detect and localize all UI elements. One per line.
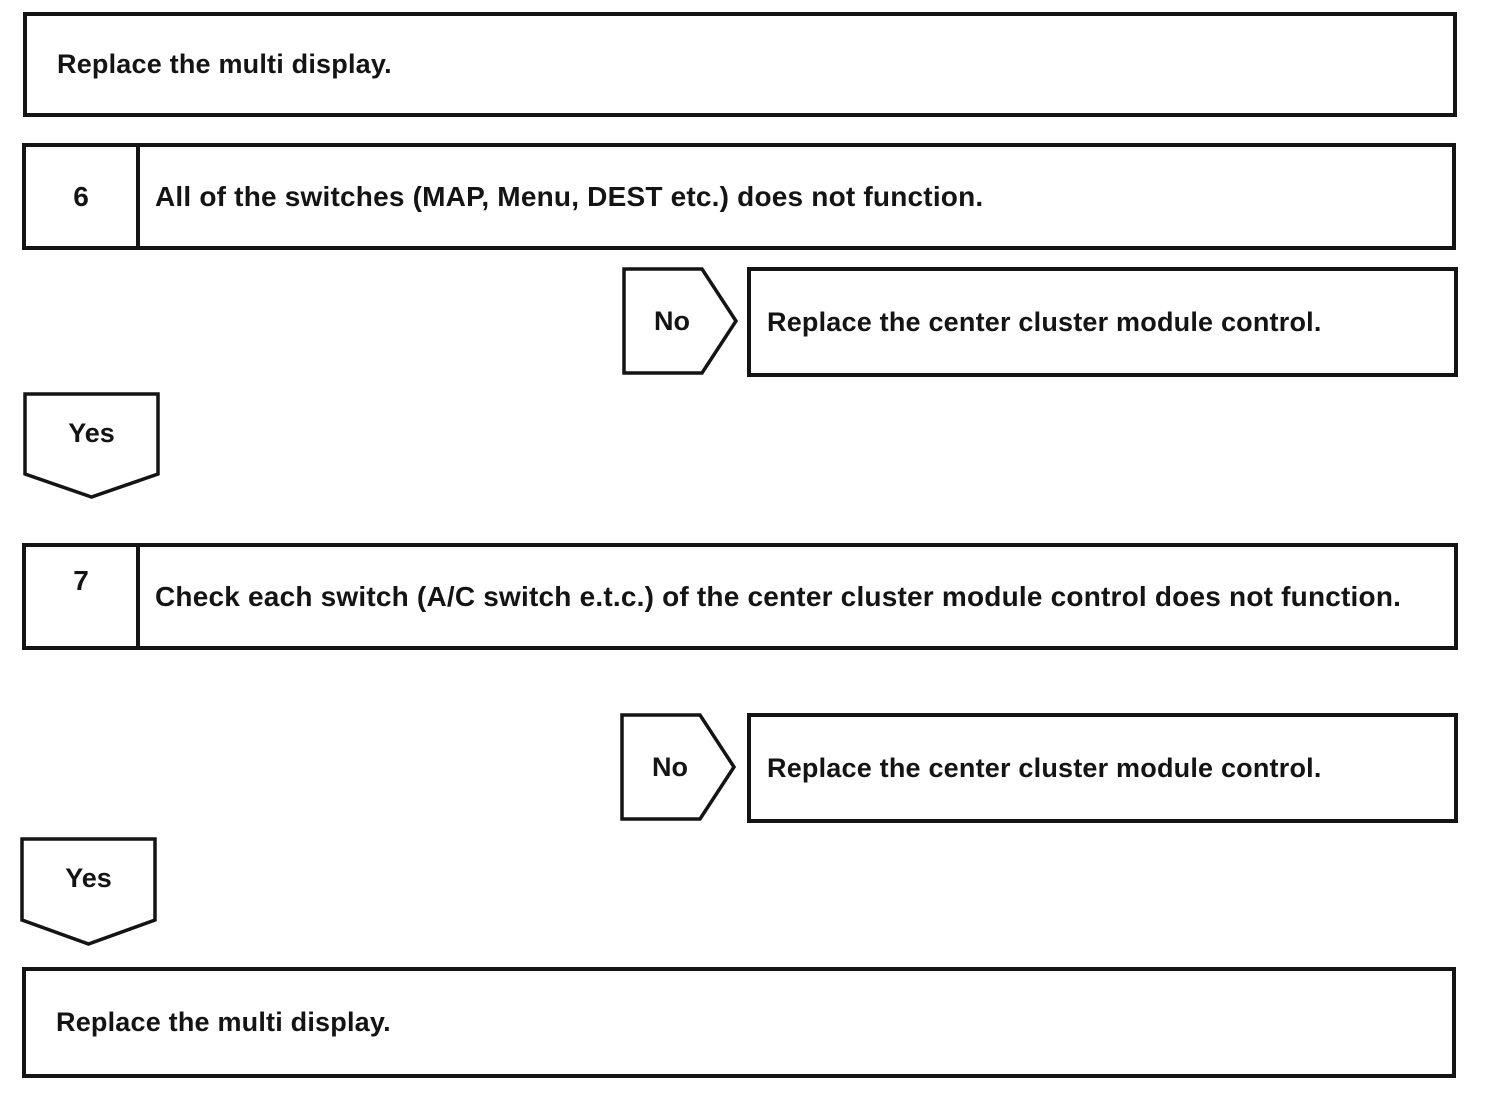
no-tag-2: No	[620, 713, 737, 821]
no-pentagon-icon	[620, 713, 737, 821]
result-text: Replace the multi display.	[56, 1007, 391, 1037]
result-box-top: Replace the multi display.	[23, 12, 1457, 117]
yes-pentagon-icon	[23, 392, 160, 499]
step-6-text: All of the switches (MAP, Menu, DEST etc…	[155, 181, 984, 212]
result-text: Replace the center cluster module contro…	[767, 306, 1322, 337]
yes-tag-label: Yes	[68, 417, 115, 448]
result-box-no-2: Replace the center cluster module contro…	[747, 713, 1458, 823]
step-6-number: 6	[26, 147, 140, 246]
yes-pentagon-icon	[20, 837, 157, 946]
result-box-no-1: Replace the center cluster module contro…	[747, 267, 1458, 377]
result-text: Replace the center cluster module contro…	[767, 752, 1322, 783]
step-6-box: 6 All of the switches (MAP, Menu, DEST e…	[22, 143, 1456, 250]
yes-tag-1: Yes	[23, 392, 160, 500]
result-box-bottom: Replace the multi display.	[22, 967, 1456, 1078]
no-pentagon-icon	[622, 267, 739, 375]
yes-tag-label: Yes	[65, 862, 112, 893]
step-7-number: 7	[26, 547, 140, 646]
no-tag-1: No	[622, 267, 739, 375]
result-text: Replace the multi display.	[57, 49, 392, 79]
yes-tag-2: Yes	[20, 837, 157, 947]
no-tag-label: No	[652, 751, 688, 782]
step-7-text: Check each switch (A/C switch e.t.c.) of…	[155, 581, 1402, 612]
step-7-box: 7 Check each switch (A/C switch e.t.c.) …	[22, 543, 1458, 650]
no-tag-label: No	[654, 305, 690, 336]
